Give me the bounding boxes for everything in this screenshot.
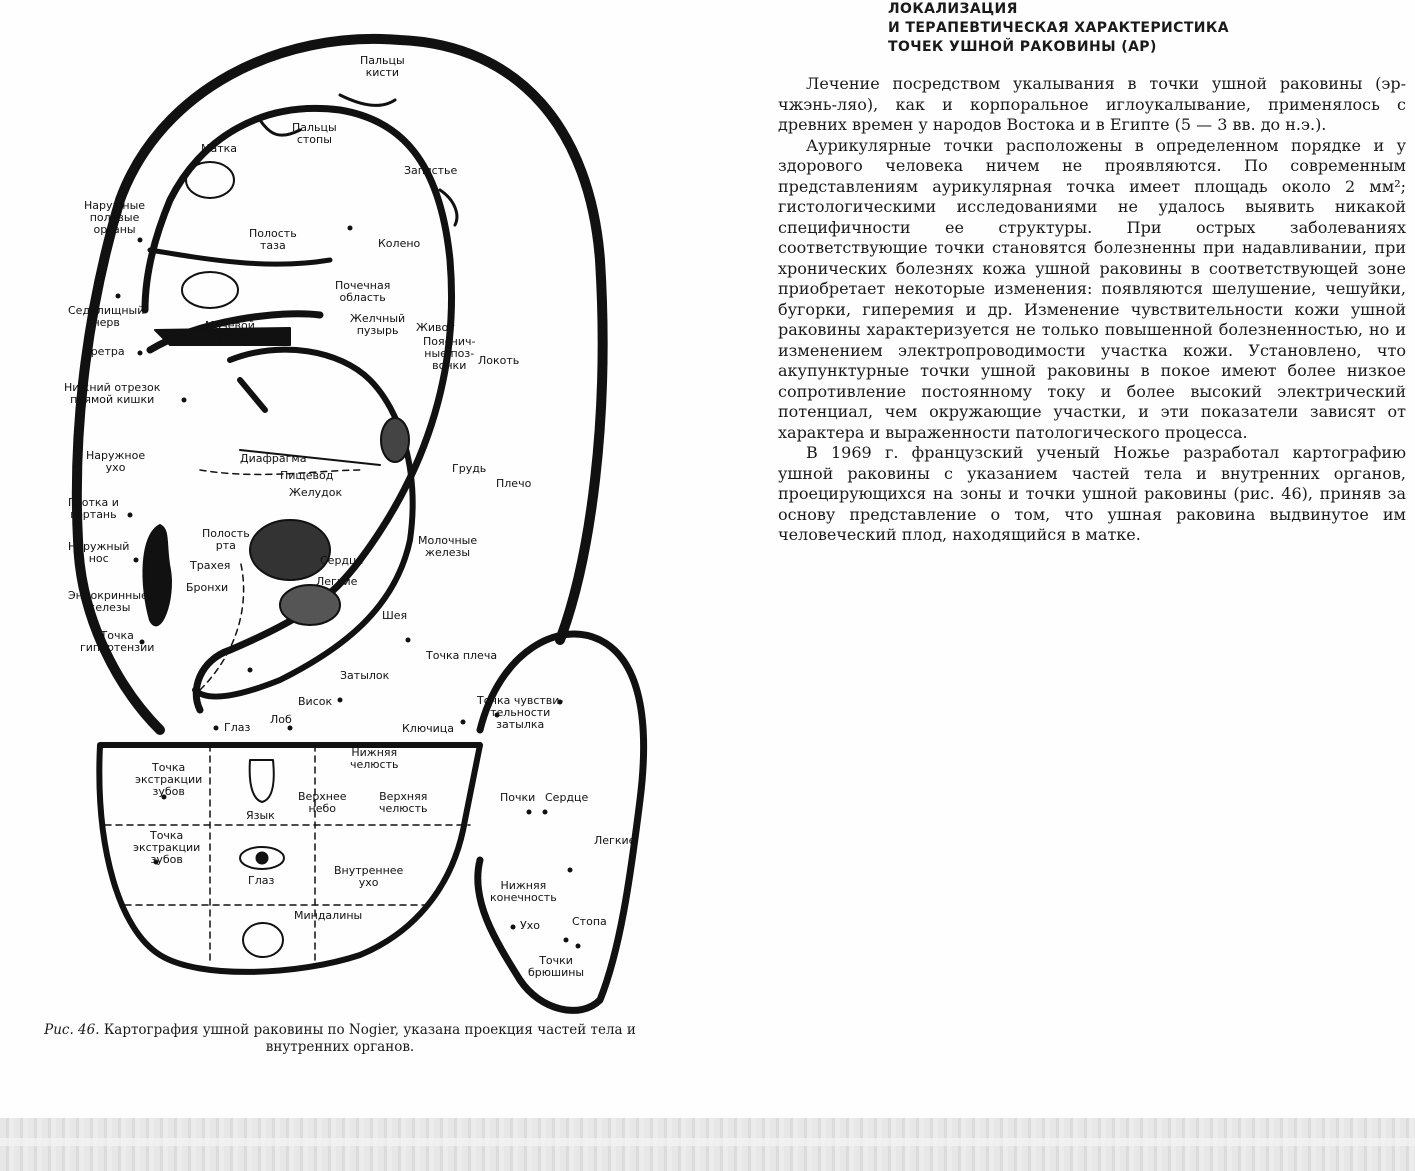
caption-number: Рис. 46. <box>44 1022 100 1038</box>
ear-point-label: Локоть <box>478 354 520 367</box>
ear-point-label: Лоб <box>270 713 292 726</box>
ear-point-label: Легкие <box>316 575 358 588</box>
ear-point-label: Сердце <box>545 791 589 804</box>
ear-point-label: Затылок <box>340 669 390 682</box>
paragraph: Лечение посредством укалывания в точки у… <box>778 74 1406 134</box>
ear-point-label: Уретра <box>84 345 125 358</box>
ear-point-label: Шея <box>382 609 408 622</box>
ear-point-label: Плечо <box>496 477 532 490</box>
ear-point-label: Висок <box>298 695 333 708</box>
article-heading: ЛОКАЛИЗАЦИЯ И ТЕРАПЕВТИЧЕСКАЯ ХАРАКТЕРИС… <box>888 0 1408 57</box>
ear-point-label: Запястье <box>404 164 458 177</box>
ear-point-label: Стопа <box>572 915 607 928</box>
ear-point-label: Точка плеча <box>426 649 498 662</box>
ear-point-label: Диафрагма <box>240 452 307 465</box>
ear-point-label: Матка <box>201 142 238 155</box>
ear-point-label: Желудок <box>289 486 343 499</box>
ear-point-label: Грудь <box>452 462 487 475</box>
heading-line: ЛОКАЛИЗАЦИЯ <box>888 1 1018 17</box>
heading-line: И ТЕРАПЕВТИЧЕСКАЯ ХАРАКТЕРИСТИКА <box>888 20 1229 36</box>
figure-caption: Рис. 46. Картография ушной раковины по N… <box>30 1022 650 1056</box>
ear-point-label: Колено <box>378 237 421 250</box>
ear-point-label: Почки <box>500 791 536 804</box>
ear-point-label: Глаз <box>224 721 251 734</box>
ear-point-label: Язык <box>246 809 275 822</box>
scanner-edge <box>0 1118 1415 1171</box>
paragraph: Аурикулярные точки расположены в определ… <box>778 135 1406 442</box>
article-body: Лечение посредством укалывания в точки у… <box>778 74 1406 546</box>
paragraph: В 1969 г. французский ученый Ножье разра… <box>778 443 1406 544</box>
ear-point-label: Миндалины <box>294 909 363 922</box>
ear-point-label: Ключица <box>402 722 454 735</box>
ear-point-label: Трахея <box>190 559 231 572</box>
ear-point-label: Живот <box>416 321 455 334</box>
ear-outline-drawing <box>71 34 648 1014</box>
ear-point-label: Сердце <box>320 554 364 567</box>
ear-point-label: Ухо <box>520 919 540 932</box>
ear-point-label: Легкие <box>594 834 636 847</box>
ear-point-label: Пищевод <box>280 469 334 482</box>
caption-text: Картография ушной раковины по Nogier, ук… <box>99 1022 636 1055</box>
ear-point-label: Бронхи <box>186 581 229 594</box>
ear-point-label: Пояснич-ные поз-вонки <box>423 335 476 372</box>
ear-point-label: Глаз <box>248 874 275 887</box>
heading-line: ТОЧЕК УШНОЙ РАКОВИНЫ (АР) <box>888 39 1157 55</box>
